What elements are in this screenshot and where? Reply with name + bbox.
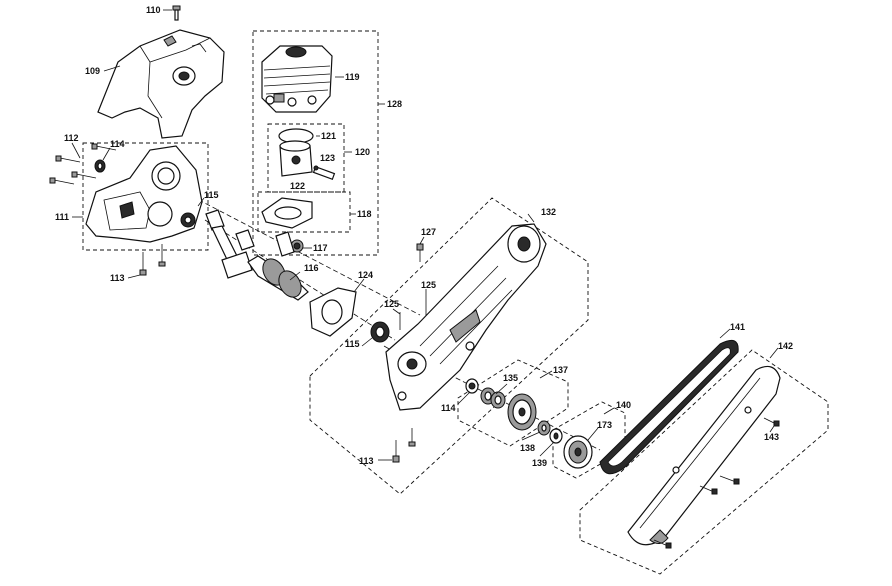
connecting-rod-part: [211, 225, 253, 279]
callout-111: 111: [55, 212, 69, 222]
callout-115-right: 115: [345, 339, 360, 349]
callout-110: 110: [146, 5, 161, 15]
screws-143-part: [653, 417, 780, 549]
callout-138: 138: [520, 443, 535, 453]
callout-132: 132: [541, 207, 556, 217]
screw-110-part: [172, 5, 181, 21]
callout-125-right: 125: [421, 280, 436, 290]
callout-109: 109: [85, 66, 100, 76]
bolt-127-part: [416, 243, 424, 262]
gasket-118-part: [261, 197, 313, 229]
bolts-113-left-part: [139, 244, 166, 276]
callout-113-left: 113: [110, 273, 125, 283]
bolts-112-part: [49, 143, 117, 185]
leader-lines: [71, 9, 779, 461]
callout-135: 135: [503, 373, 518, 383]
callout-137: 137: [553, 365, 568, 375]
callout-114-right: 114: [441, 403, 456, 413]
bolts-113-right-part: [392, 428, 416, 463]
washer-138-part: [537, 420, 551, 436]
callout-139: 139: [532, 458, 547, 468]
cutting-arm-part: [385, 223, 547, 411]
callout-112: 112: [64, 133, 79, 143]
callout-127: 127: [421, 227, 436, 237]
group-box-132: [309, 197, 589, 495]
callout-113-right: 113: [359, 456, 374, 466]
cylinder-part: [261, 45, 333, 113]
callout-120: 120: [355, 147, 370, 157]
washer-114-right-part: [465, 378, 479, 394]
gasket-124-part: [309, 287, 357, 337]
bearing-115-right-part: [370, 321, 390, 343]
crankcase-part: [85, 145, 203, 243]
clutch-drum-173-part: [563, 435, 593, 469]
group-box-140: [552, 401, 626, 479]
group-box-142: [579, 349, 829, 575]
callout-118: 118: [357, 209, 372, 219]
callout-124: 124: [358, 270, 373, 280]
washer-139-part: [549, 428, 563, 444]
callout-121: 121: [321, 131, 336, 141]
callout-125-left: 125: [384, 299, 399, 309]
seal-114-left-part: [94, 159, 106, 173]
callout-143: 143: [764, 432, 779, 442]
callout-116: 116: [304, 263, 319, 273]
belt-guard-part: [627, 365, 781, 546]
crankshaft-part: [247, 231, 309, 301]
callout-141: 141: [730, 322, 745, 332]
callout-117: 117: [313, 243, 328, 253]
piston-pin-part: [312, 165, 336, 181]
callout-114-left: 114: [110, 139, 125, 149]
callout-123: 123: [320, 153, 335, 163]
group-box-128: [252, 30, 379, 256]
piston-part: [279, 140, 313, 177]
needle-bearing-part: [290, 239, 304, 253]
callout-128: 128: [387, 99, 402, 109]
crank-bearing-part: [205, 209, 255, 251]
callout-173: 173: [597, 420, 612, 430]
callout-119: 119: [345, 72, 360, 82]
bearing-135-part: [480, 387, 506, 409]
callout-140: 140: [616, 400, 631, 410]
callout-142: 142: [778, 341, 793, 351]
callout-122: 122: [290, 181, 305, 191]
group-box-137: [457, 359, 569, 447]
top-cover-part: [97, 29, 225, 139]
group-box-111: [82, 142, 209, 251]
axis-line-crank: [204, 219, 396, 341]
pulley-part: [507, 393, 537, 431]
callout-115-left: 115: [204, 190, 219, 200]
drive-belt-part: [599, 339, 739, 475]
